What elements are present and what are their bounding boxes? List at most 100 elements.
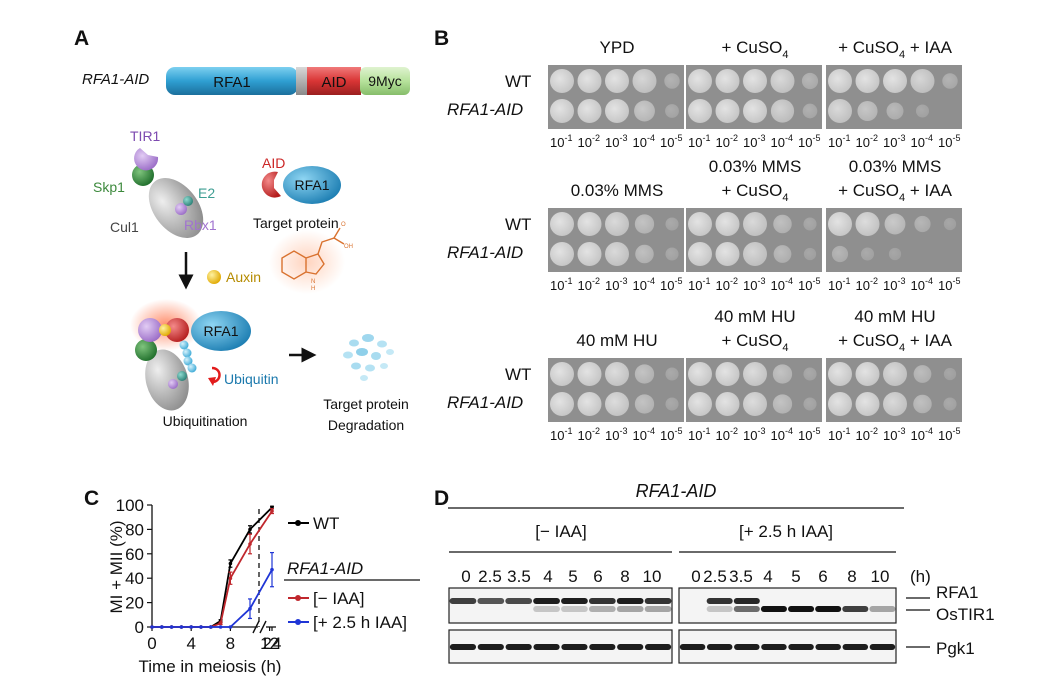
lane-label: 5 — [568, 567, 577, 586]
band-label-rfa1: RFA1 — [936, 583, 979, 602]
colony-spot — [605, 242, 629, 266]
lane-label: 8 — [620, 567, 629, 586]
colony-spot — [913, 365, 932, 383]
myc-domain — [360, 67, 410, 95]
group-plus-label: [+ 2.5 h IAA] — [739, 522, 833, 541]
ubiquitin-label: Ubiquitin — [224, 371, 278, 387]
data-point — [248, 527, 252, 532]
dilution-label: 10-4 — [911, 426, 933, 443]
lane-label: 3.5 — [507, 567, 531, 586]
pgk1-band — [706, 644, 733, 650]
dilution-label: 10-2 — [578, 276, 600, 293]
colony-spot — [802, 103, 818, 119]
dilution-label: 10-4 — [771, 426, 793, 443]
lane-label: 2.5 — [478, 567, 502, 586]
lane-label: 6 — [818, 567, 827, 586]
rfa1-band — [505, 598, 533, 604]
x-axis-label: Time in meiosis (h) — [139, 657, 282, 676]
colony-spot — [605, 212, 629, 236]
dilution-label: 10-1 — [828, 426, 850, 443]
colony-spot — [688, 392, 712, 416]
colony-spot — [914, 215, 931, 233]
band-label-ostir1: OsTIR1 — [936, 605, 995, 624]
scf-complex-top: TIR1 Skp1 E2 Rbx1 Cul1 — [93, 128, 217, 239]
tir1-shape — [134, 148, 159, 171]
series-line — [152, 506, 273, 628]
ostir1-band — [869, 606, 896, 612]
colony-spot — [664, 73, 680, 89]
auxin-molecule-icon: O OH N H — [269, 222, 353, 294]
series-1 — [150, 505, 274, 629]
dilution-label: 10-4 — [633, 276, 655, 293]
lane-label: 10 — [643, 567, 662, 586]
legend-plus-marker — [295, 619, 301, 625]
colony-spot — [550, 69, 574, 93]
colony-spot — [605, 99, 629, 123]
colony-spot — [688, 242, 712, 266]
upper-membrane — [678, 587, 897, 624]
lane-label: 0 — [691, 567, 700, 586]
dilution-label: 10-4 — [633, 133, 655, 150]
colony-spot — [943, 367, 957, 381]
colony-spot — [910, 69, 935, 93]
condition-header: + CuSO4 — [721, 38, 788, 61]
colony-spot — [634, 364, 655, 384]
colony-spot — [860, 247, 875, 261]
colony-spot — [831, 245, 849, 263]
y-axis-label: MI + MII (%) — [107, 520, 126, 613]
lane-label: 8 — [847, 567, 856, 586]
colony-spot — [743, 212, 767, 236]
lane-label: 0 — [461, 567, 470, 586]
degradation-fragments — [343, 334, 394, 381]
e2-shape — [183, 196, 193, 206]
pgk1-band — [734, 644, 760, 650]
rfa1-band — [588, 598, 616, 604]
colony-spot — [550, 392, 574, 416]
rfa1-band — [449, 598, 477, 604]
dilution-label: 10-1 — [550, 276, 572, 293]
colony-spot — [857, 100, 878, 122]
colony-spot — [915, 104, 930, 118]
dilution-label: 10-4 — [911, 276, 933, 293]
rfa1-domain-label: RFA1 — [213, 74, 251, 91]
lane-label: 6 — [593, 567, 602, 586]
dilution-label: 10-3 — [605, 133, 627, 150]
dilution-label: 10-1 — [828, 276, 850, 293]
dilution-label: 10-5 — [938, 133, 960, 150]
colony-spot — [577, 362, 602, 386]
group-minus-label: [− IAA] — [535, 522, 587, 541]
rfa1-band — [477, 598, 505, 604]
colony-spot — [855, 212, 880, 236]
x-tick-label: 12 — [260, 634, 279, 653]
colony-spot — [772, 394, 793, 414]
y-tick-label: 60 — [125, 545, 144, 564]
strain-label-rfa1-aid: RFA1-AID — [447, 393, 523, 412]
lane-label: 4 — [543, 567, 552, 586]
dilution-label: 10-5 — [660, 426, 682, 443]
colony-spot — [773, 245, 792, 263]
colony-spot — [743, 99, 767, 123]
colony-spot — [801, 72, 819, 90]
colony-spot — [770, 69, 795, 93]
pgk1-band — [644, 644, 672, 650]
colony-spot — [743, 242, 767, 266]
x-tick-label: 0 — [147, 634, 156, 653]
colony-spot — [886, 102, 904, 120]
ostir1-band — [588, 606, 616, 612]
colony-spot — [913, 394, 932, 414]
condition-header-line1: 0.03% MMS — [849, 157, 942, 176]
pgk1-band — [533, 644, 560, 650]
auxin-step: Auxin O OH N H — [178, 222, 353, 294]
ostir1-band — [760, 606, 787, 612]
colony-spot — [550, 242, 574, 266]
dilution-label: 10-5 — [660, 133, 682, 150]
linker-domain — [296, 67, 308, 95]
colony-spot — [632, 69, 657, 93]
axis-break-icon — [252, 620, 267, 634]
ostir1-band — [842, 606, 869, 612]
